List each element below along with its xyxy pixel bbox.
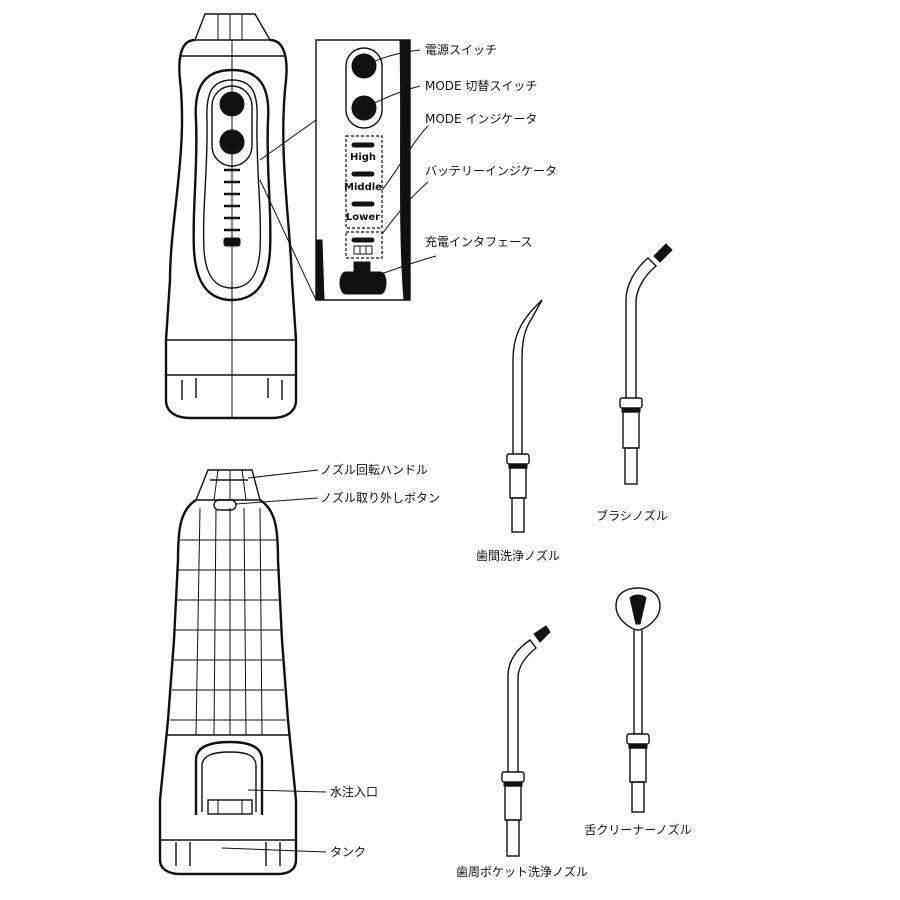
label-water-inlet: 水注入口 bbox=[330, 784, 378, 799]
periodontal-pocket-nozzle bbox=[501, 625, 551, 857]
top-leader-lines bbox=[363, 49, 437, 279]
label-battery-indicator: バッテリーインジケータ bbox=[425, 164, 557, 178]
label-brush-nozzle: ブラシノズル bbox=[596, 508, 668, 523]
label-nozzle-rotation-handle: ノズル回転ハンドル bbox=[320, 462, 428, 477]
label-nozzle-release-button: ノズル取り外しボタン bbox=[320, 490, 440, 505]
label-tongue-cleaner-nozzle: 舌クリーナーノズル bbox=[584, 822, 691, 837]
zoom-panel: High Middle Lower bbox=[315, 39, 411, 301]
label-charge-interface: 充電インタフェース bbox=[425, 234, 532, 249]
zoom-connector bbox=[259, 119, 317, 301]
indicator-middle-label: Middle bbox=[344, 182, 382, 193]
mode-indicator-box bbox=[345, 135, 383, 229]
back-release-button bbox=[213, 499, 237, 511]
charge-port bbox=[339, 261, 387, 295]
indicator-lower-label: Lower bbox=[346, 212, 380, 223]
bottom-leader-lines bbox=[221, 469, 327, 853]
label-mode-switch: MODE 切替スイッチ bbox=[425, 79, 537, 93]
front-base-ribs bbox=[181, 378, 283, 400]
device-back-view bbox=[158, 469, 298, 876]
battery-indicator-box bbox=[345, 231, 383, 259]
brush-nozzle bbox=[619, 243, 673, 485]
tongue-cleaner-nozzle bbox=[615, 587, 661, 813]
indicator-high-label: High bbox=[350, 152, 376, 163]
label-interdental-nozzle: 歯間洗浄ノズル bbox=[476, 548, 560, 563]
label-mode-indicator: MODE インジケータ bbox=[425, 112, 537, 126]
label-periodontal-pocket-nozzle: 歯周ポケット洗浄ノズル bbox=[456, 864, 588, 879]
label-tank: タンク bbox=[330, 845, 366, 859]
label-power-switch: 電源スイッチ bbox=[425, 43, 497, 57]
device-front-view bbox=[164, 13, 298, 420]
interdental-nozzle bbox=[506, 299, 543, 533]
back-base-ribs bbox=[175, 842, 281, 866]
